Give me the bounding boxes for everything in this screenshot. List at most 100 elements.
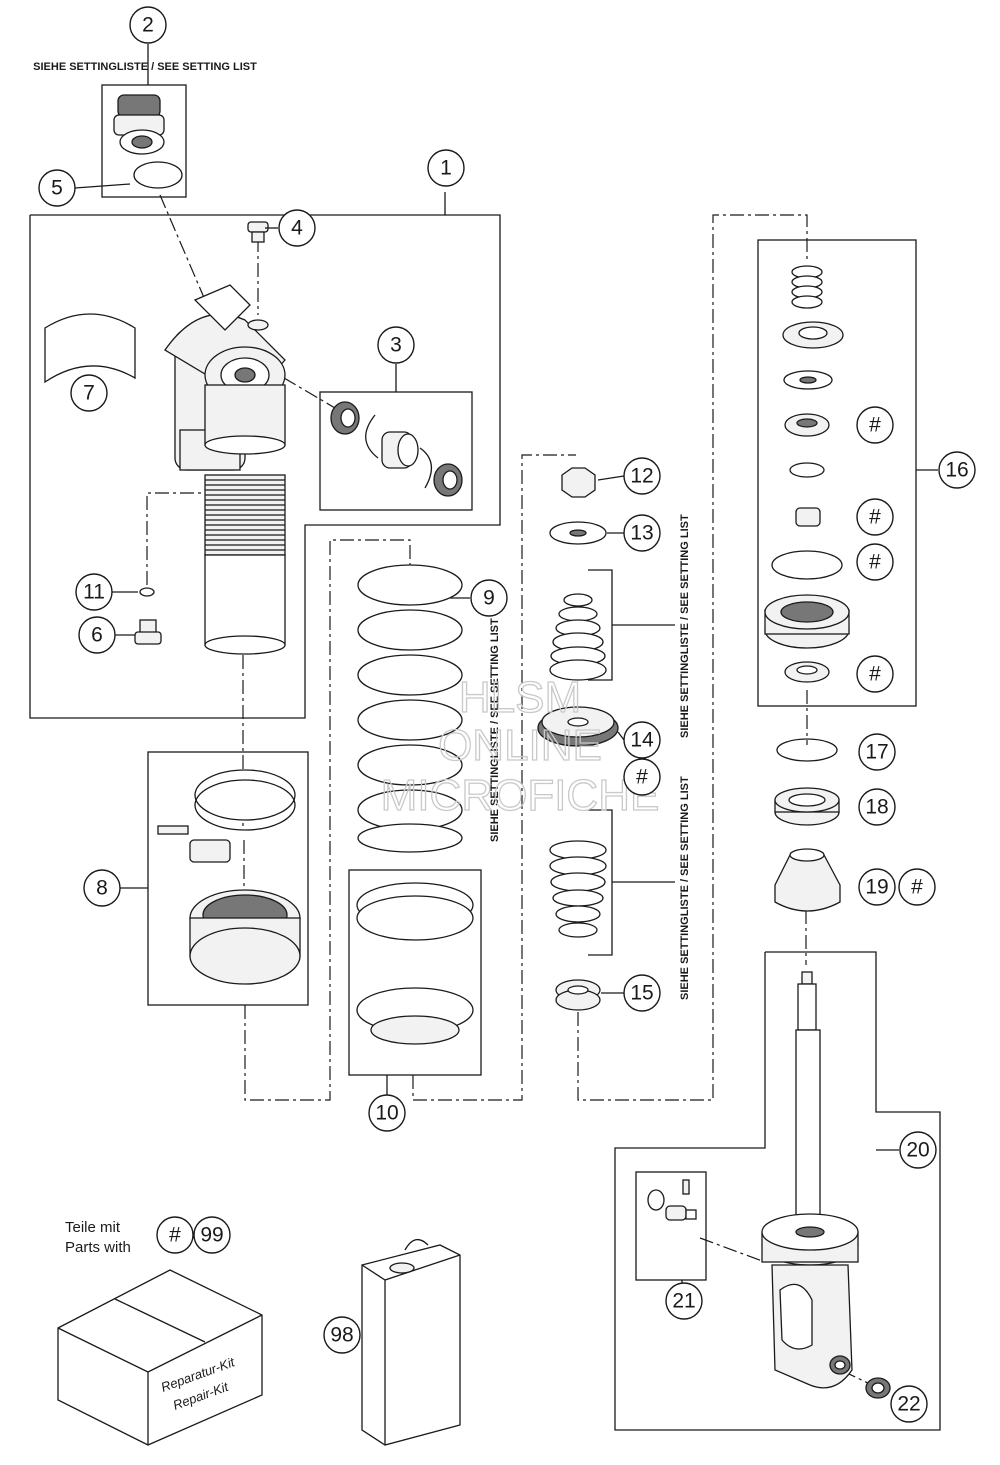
callout-5-label: 5 [51,177,63,200]
callout-22-circle [890,1385,928,1423]
piston-rod [761,971,859,1389]
callout-14: 14 [623,721,661,759]
callout-4-circle [278,209,316,247]
callout-13: 13 [623,514,661,552]
callout-4: 4 [278,209,316,247]
callout-hash-1: # [856,406,894,444]
callout-13-circle [623,514,661,552]
callout-98: 98 [323,1316,361,1354]
note-setting-list-rebound: SIEHE SETTINGLISTE / SEE SETTING LIST [679,514,691,738]
callout-18: 18 [858,788,896,826]
adjuster-valve [113,94,183,189]
setting-brackets [588,569,675,956]
callout-8: 8 [83,869,121,907]
callout-18-circle [858,788,896,826]
callout-8-circle [83,869,121,907]
callout-5: 5 [38,169,76,207]
callout-hash-3-label: # [869,551,881,574]
callout-22: 22 [890,1385,928,1423]
spring-seats [356,882,474,1045]
main-spring [357,564,463,853]
callout-10: 10 [368,1094,406,1132]
callout-9: 9 [470,579,508,617]
legend-text-en: Parts with [65,1239,131,1256]
callout-7-circle [70,374,108,412]
group-box-adjuster [101,84,187,198]
callout-hash-4-label: # [869,663,881,686]
callout-20: 20 [899,1131,937,1169]
callout-10-circle [368,1094,406,1132]
callout-hash-4: # [856,655,894,693]
callout-17-circle [858,733,896,771]
callout-6-label: 6 [91,624,103,647]
check-valve [647,1179,697,1221]
callout-1: 1 [427,149,465,187]
callout-7-label: 7 [83,382,95,405]
callout-22-label: 22 [897,1393,920,1416]
callout-14-circle [623,721,661,759]
callout-9-label: 9 [483,587,495,610]
watermark-line-2: ONLINE [438,721,602,770]
callout-16-label: 16 [945,459,968,482]
group-box-piston-rod [614,951,941,1431]
callout-hash-5-label: # [636,766,648,789]
callout-20-circle [899,1131,937,1169]
callout-hash-7-circle [156,1216,194,1254]
callout-98-circle [323,1316,361,1354]
bleed-screw [247,221,269,243]
callout-21: 21 [665,1282,703,1320]
compression-stack [537,467,619,1011]
callout-hash-3-circle [856,543,894,581]
group-box-shock-body [29,192,501,719]
callout-2-label: 2 [142,14,154,37]
callout-17: 17 [858,733,896,771]
group-box-piston-parts [757,239,917,707]
callout-hash-6: # [898,868,936,906]
callout-99-circle [193,1216,231,1254]
watermark-line-3: MICROFICHE [381,771,660,820]
callout-hash-1-circle [856,406,894,444]
callout-12-label: 12 [630,465,653,488]
callout-2: 2 [129,6,167,44]
callout-6: 6 [78,616,116,654]
callout-12-circle [623,457,661,495]
bushing [865,1377,891,1399]
callout-7: 7 [70,374,108,412]
note-setting-list-compression: SIEHE SETTINGLISTE / SEE SETTING LIST [679,776,691,1000]
callout-15-circle [623,974,661,1012]
repair-kit-box [57,1269,263,1446]
callout-8-label: 8 [96,877,108,900]
callout-20-label: 20 [906,1139,929,1162]
callout-21-label: 21 [672,1290,695,1313]
group-box-spring-seats [348,869,482,1076]
callout-10-label: 10 [375,1102,398,1125]
callout-1-circle [427,149,465,187]
callout-hash-6-label: # [911,876,923,899]
preload-nut [157,769,301,985]
callout-hash-5-circle [623,758,661,796]
callout-6-circle [78,616,116,654]
note-setting-list-spring: SIEHE SETTINGLISTE / SEE SETTING LIST [489,618,501,842]
callout-13-label: 13 [630,522,653,545]
bearing-set [330,401,463,497]
callout-99: 99 [193,1216,231,1254]
oil-can [361,1238,461,1446]
callout-19: 19 [858,868,896,906]
group-box-valve [635,1171,707,1281]
leader-lines [74,183,938,1284]
callout-1-label: 1 [440,157,452,180]
callout-98-label: 98 [330,1324,353,1347]
decal-sticker [44,313,136,384]
callout-12: 12 [623,457,661,495]
callout-hash-7-label: # [169,1224,181,1247]
callout-hash-2-label: # [869,506,881,529]
callout-3: 3 [377,326,415,364]
legend-text-de: Teile mit [65,1219,121,1236]
callout-15: 15 [623,974,661,1012]
shock-absorber-body [164,284,286,655]
callout-11-circle [75,573,113,611]
callout-15-label: 15 [630,982,653,1005]
group-box-preload-nut [147,751,309,1006]
callout-19-label: 19 [865,876,888,899]
